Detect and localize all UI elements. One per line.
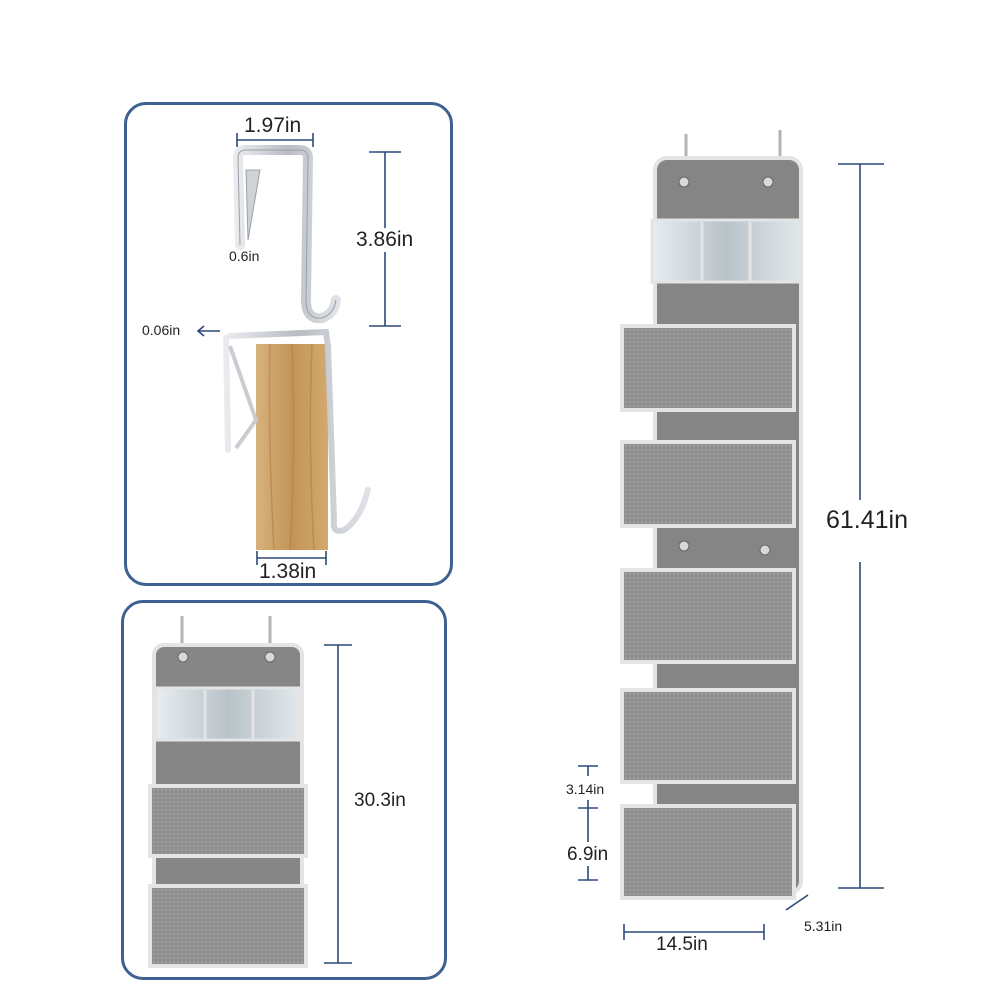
hook-thickness-label: 0.06in xyxy=(142,322,181,338)
door-fit-label: 1.38in xyxy=(259,560,317,583)
width-label: 14.5in xyxy=(656,934,708,955)
hook-width-label: 1.97in xyxy=(244,114,302,137)
pocket-top-label: 3.14in xyxy=(566,781,605,797)
pocket-depth-label: 6.9in xyxy=(567,844,609,865)
tall-organizer xyxy=(620,130,803,900)
hook-on-door xyxy=(223,328,371,534)
short-height-line xyxy=(324,644,352,964)
short-organizer xyxy=(148,616,308,968)
hook-inner-label: 0.6in xyxy=(229,248,260,264)
tall-dimension-lines xyxy=(578,163,884,940)
hook-height-label: 3.86in xyxy=(356,228,414,252)
depth-label: 5.31in xyxy=(804,918,843,934)
short-height-label: 30.3in xyxy=(354,790,406,811)
full-height-label: 61.41in xyxy=(826,506,909,535)
hook-top xyxy=(232,145,341,324)
door-slab xyxy=(256,343,328,551)
